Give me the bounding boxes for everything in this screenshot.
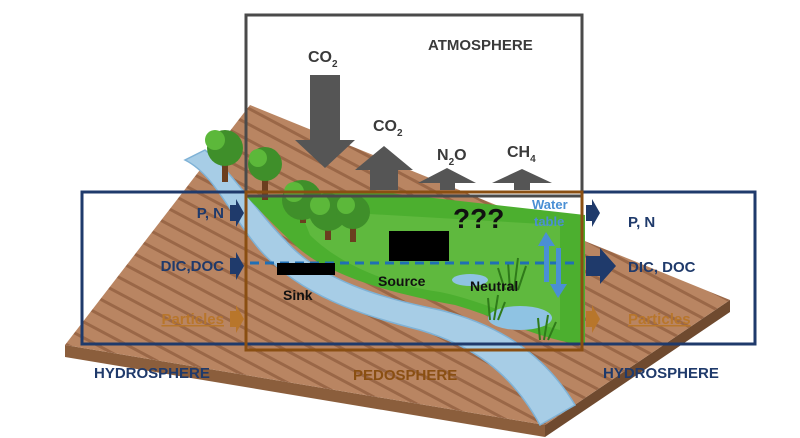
co2-uptake-arrow [295,75,355,168]
gas-label-n2o: N2O [437,147,467,168]
inflow-docdic-label: DIC,DOC [161,258,225,275]
gas-label-co2-up: CO2 [373,118,403,139]
source-label: Source [378,273,426,289]
n2o-emission-arrow [418,168,476,190]
particles-outflow-arrow [586,305,600,333]
docdic-outflow-arrow [586,248,616,284]
neutral-label: Neutral [470,278,518,294]
docdic-inflow-arrow [230,252,244,280]
outflow-particles-label: Particles [628,311,691,328]
pedosphere-frame [244,190,584,352]
ch4-emission-arrow [492,169,552,190]
hydrosphere-left-label: HYDROSPHERE [94,365,210,382]
atmosphere-label: ATMOSPHERE [428,37,533,54]
pedosphere-label: PEDOSPHERE [353,367,457,384]
inflow-particles-label: Particles [161,311,224,328]
trees [205,130,370,242]
sink-label: Sink [283,287,313,303]
inflow-pn-label: P, N [197,205,224,222]
outflow-pn-label: P, N [628,214,655,231]
pond [488,306,552,330]
ground-right-face [545,300,730,437]
wetland-grass-light [300,210,560,330]
gas-label-co2-down: CO2 [308,49,338,70]
water-table-label-line2: table [534,214,564,229]
pond-small [452,274,488,286]
pn-outflow-arrow [586,199,600,227]
ground-front-face [65,345,545,437]
outflow-docdic-label: DIC, DOC [628,259,696,276]
reeds [487,257,557,341]
gas-label-ch4: CH4 [507,144,536,165]
source-box [389,231,449,261]
water-table-fluctuation-arrows [538,232,567,298]
hydrosphere-right-label: HYDROSPHERE [603,365,719,382]
pn-inflow-arrow [230,199,244,227]
atmosphere-frame [244,13,584,198]
co2-emission-arrow [355,146,413,190]
particles-inflow-arrow [230,305,244,333]
unknown-flux-label: ??? [453,203,504,234]
water-table-label-line1: Water [532,197,568,212]
sink-box [277,263,335,275]
